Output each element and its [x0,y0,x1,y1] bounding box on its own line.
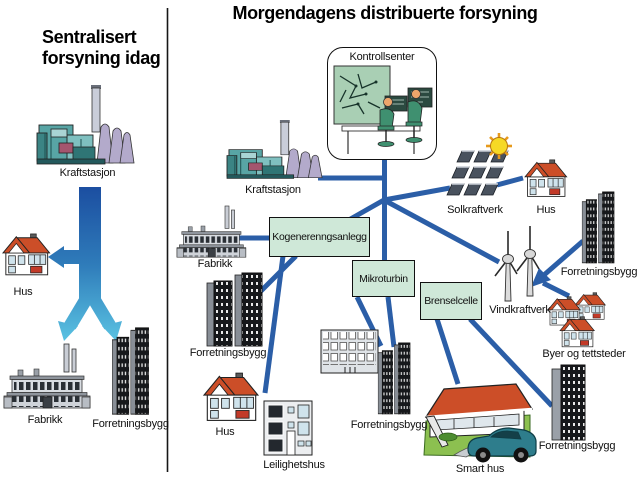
towns-icon [547,292,606,348]
label-byer-og-tettsteder: Byer og tettsteder [542,348,626,360]
label-vindkraftverk: Vindkraftverk [489,304,551,316]
wind-turbines-icon [494,225,540,302]
house-icon-top-right [524,159,568,197]
connection-arrowhead [531,268,551,287]
car-icon [467,427,537,463]
power-station-icon-center [226,119,323,179]
office-towers-icon-bottom [377,342,411,415]
label-forretningsbygg-left: Forretningsbygg [92,418,169,430]
label-fabrikk-left: Fabrikk [27,414,63,426]
apartment-building-icon [263,400,313,456]
office-towers-icon-left [111,327,150,415]
label-kraftstasjon-center: Kraftstasjon [245,184,301,196]
label-fabrikk-center: Fabrikk [197,258,233,270]
label-forretningsbygg-bottom-right: Forretningsbygg [538,440,616,452]
label-kontrollsenter: Kontrollsenter [349,51,415,63]
label-kraftstasjon-left: Kraftstasjon [59,167,116,179]
label-forretningsbygg-bottom: Forretningsbygg [350,419,428,431]
label-hus-top-right: Hus [536,204,556,216]
label-leilighetshus: Leilighetshus [263,459,325,471]
house-icon-left [2,233,51,276]
right-panel-title: Morgendagens distribuerte forsyning [232,3,538,23]
label-hus-bottom: Hus [215,426,235,438]
house-icon-bottom [203,372,259,421]
office-towers-icon-top-right [581,191,615,264]
sun-icon [486,133,512,159]
office-building-icon-bottom [320,329,379,374]
label-forretningsbygg-top-right: Forretningsbygg [560,266,638,278]
supply-arrow-icon [48,187,122,341]
label-forretningsbygg-center: Forretningsbygg [189,347,267,359]
control-room-icon [333,65,433,154]
control-center-box: Kontrollsenter [327,47,437,160]
microturbine-box: Mikroturbin [352,260,415,297]
label-hus-left: Hus [13,286,33,298]
left-panel-title: Sentralisert forsyning idag [42,27,172,69]
label-smart-hus: Smart hus [455,463,505,475]
office-towers-icon-center [206,272,263,347]
left-title-line2: forsyning idag [42,48,161,68]
left-title-line1: Sentralisert [42,27,137,47]
factory-icon-center [176,205,247,258]
power-station-icon-left [36,84,135,165]
label-solkraftverk: Solkraftverk [447,204,503,216]
cogeneration-box: Kogenerenngsanlegg [269,217,370,257]
factory-icon-left [3,343,91,409]
office-tower-icon-bottom-right [551,364,586,441]
fuel-cell-box: Brenselcelle [420,282,482,320]
